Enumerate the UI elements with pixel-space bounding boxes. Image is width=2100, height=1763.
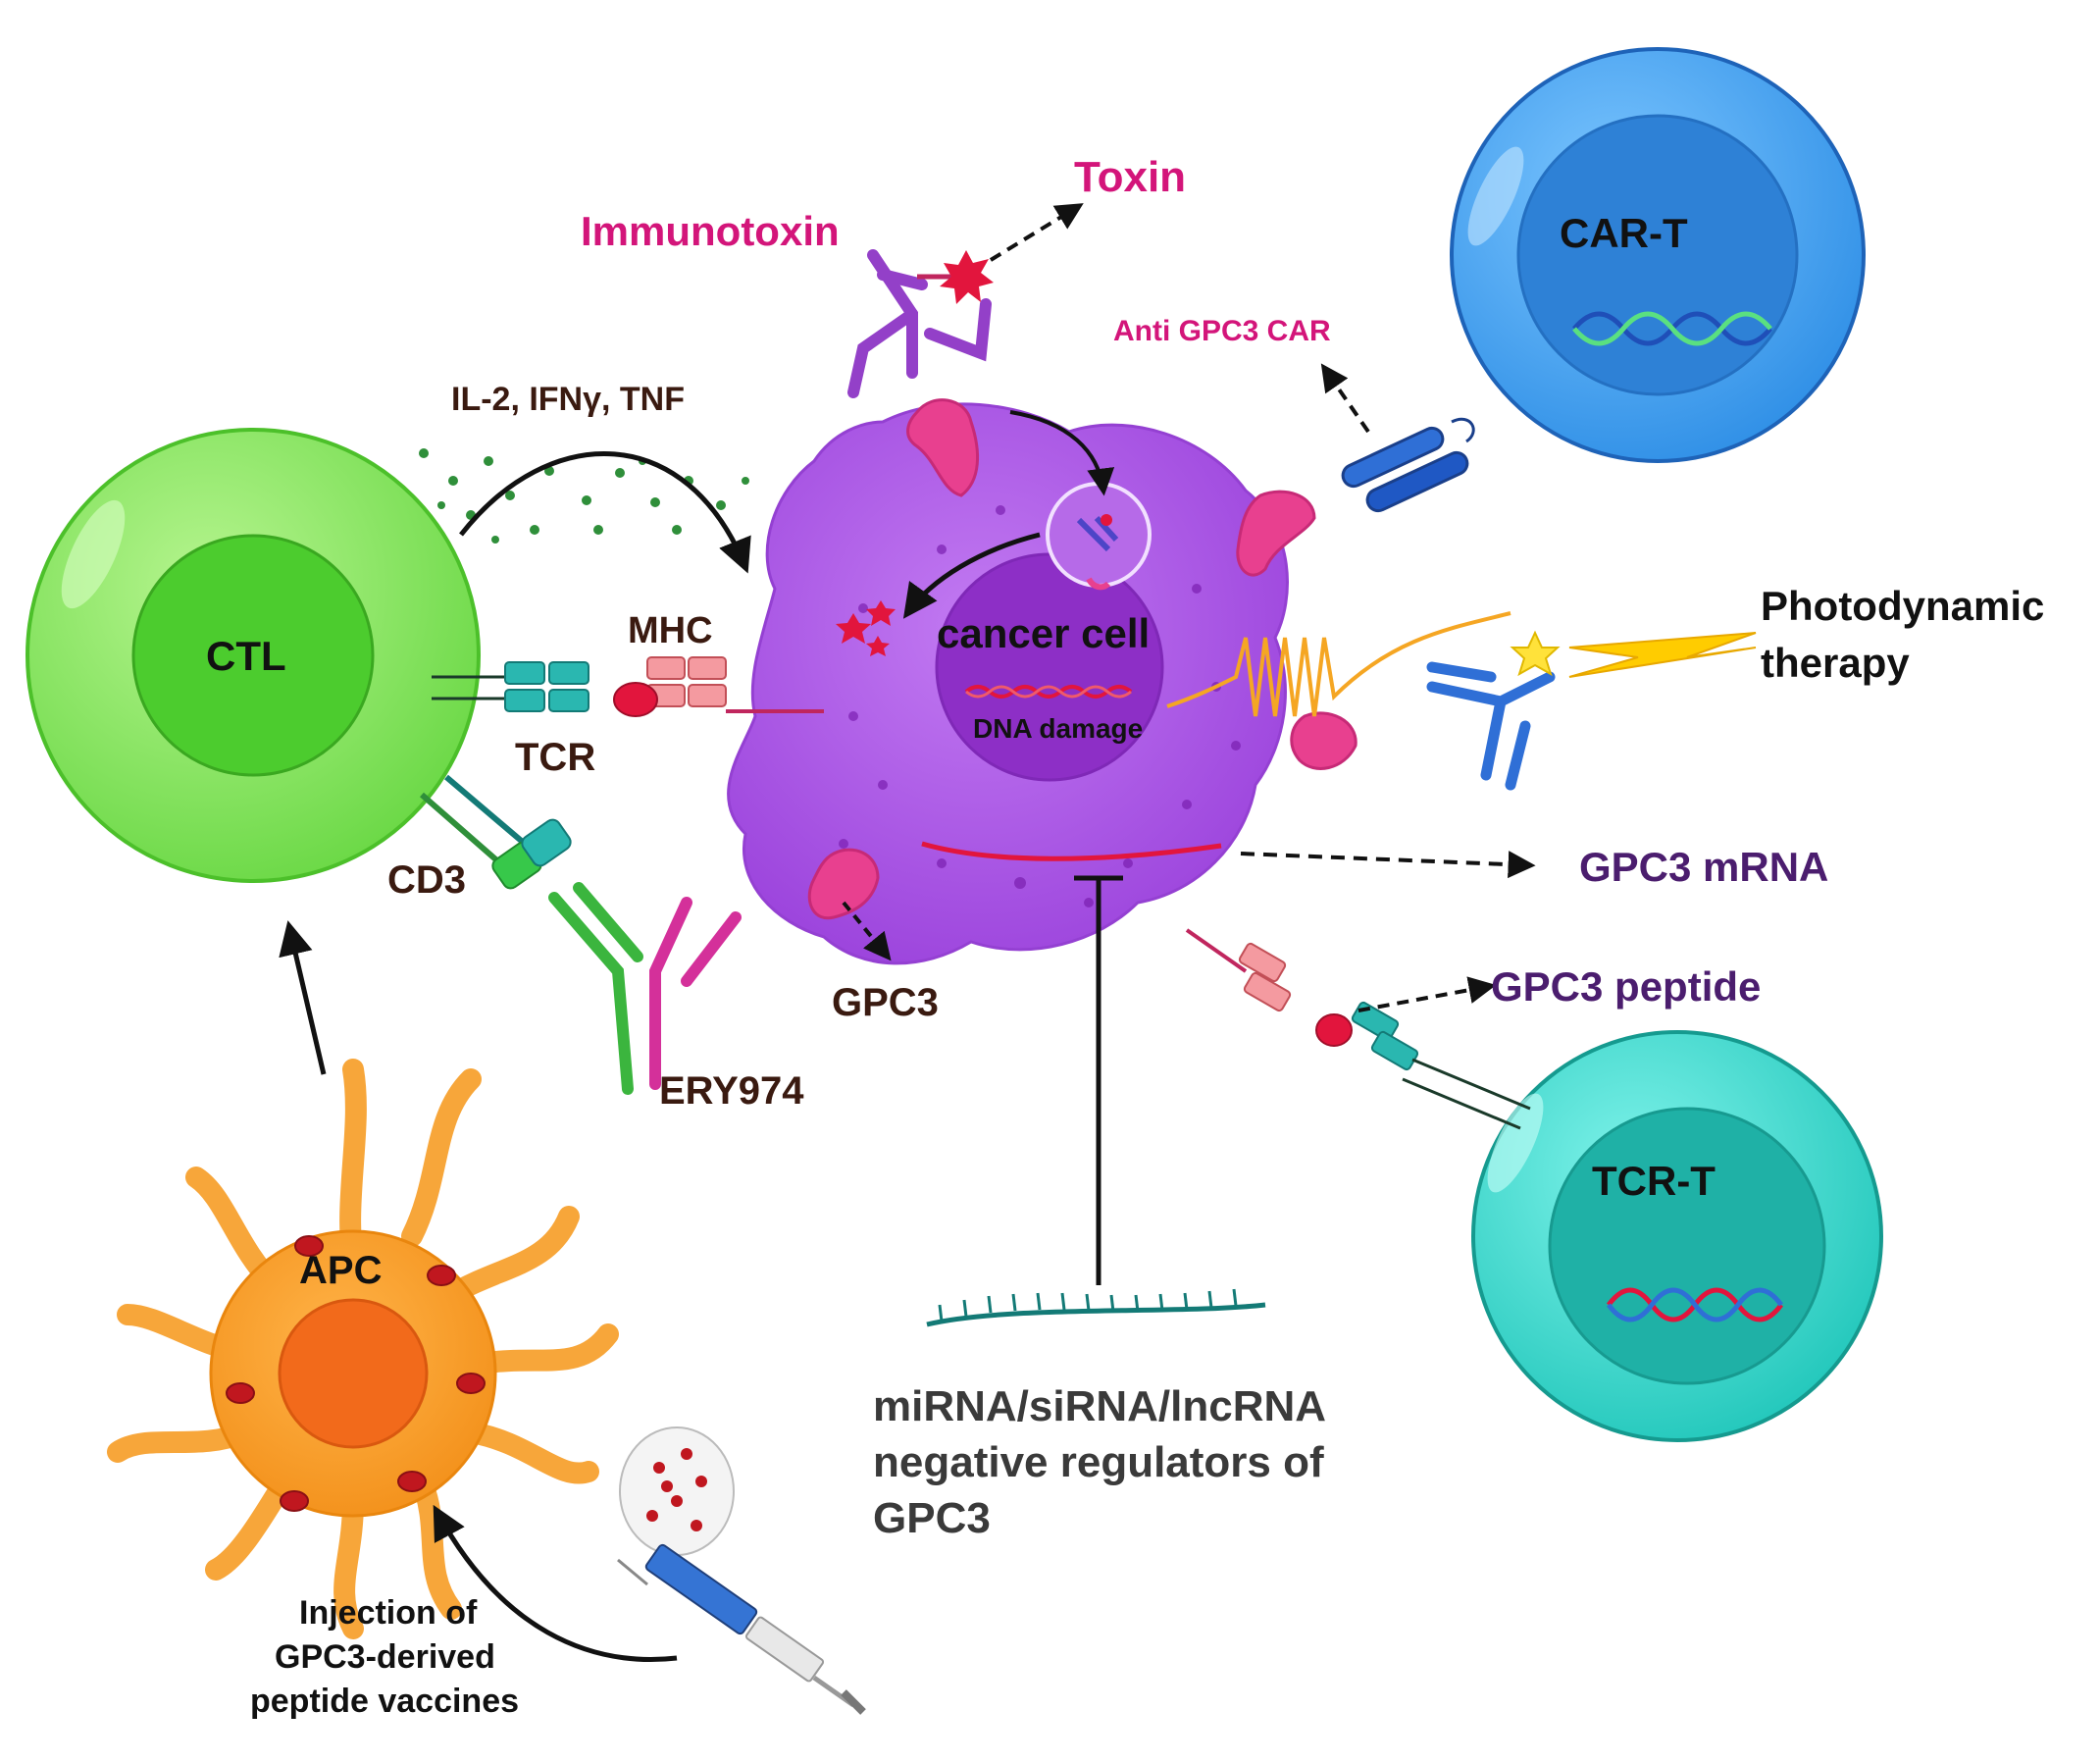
label-car-t: CAR-T [1560,210,1688,256]
inhibition-line [1074,875,1123,1285]
label-ctl: CTL [206,633,286,679]
vaccine-to-apc-arrow [433,1504,678,1662]
label-tcr: TCR [515,736,595,779]
label-gpc3-mrna: GPC3 mRNA [1579,844,1828,890]
toxin-arrow [989,203,1084,262]
tcr-t-cell [1471,1030,1883,1442]
apc-cell [107,1059,619,1639]
cd3-ery974-complex [420,774,742,1095]
toxin-particles-icon [836,600,896,656]
gpc3-receptors [807,398,1357,920]
label-dna-damage: DNA damage [973,713,1143,744]
label-immunotoxin: Immunotoxin [581,208,840,254]
internalization-arrow [1009,410,1115,496]
label-anti-gpc3-car: Anti GPC3 CAR [1113,315,1331,347]
label-tcr-t: TCR-T [1592,1158,1716,1204]
car-t-cell [1450,47,1866,463]
mirna-strand-icon [926,1302,1266,1327]
syringe-icon [617,1543,866,1715]
cytokine-arrow [459,451,751,574]
mhc-complex [613,656,824,717]
photosensitizer-star-icon [1510,630,1561,677]
label-gpc3: GPC3 [832,981,939,1024]
endosome [1046,482,1152,591]
label-injection-3: peptide vaccines [250,1683,519,1720]
label-mhc: MHC [628,610,713,651]
label-injection-2: GPC3-derived [275,1638,495,1676]
label-mirna-2: negative regulators of [873,1438,1324,1486]
gpc3-mrna-arrow [1240,851,1536,879]
tcr-t-receptor-complex [1185,928,1531,1130]
label-cancer-cell: cancer cell [937,610,1150,656]
label-ery974: ERY974 [659,1069,804,1113]
label-cytokines: IL-2, IFNγ, TNF [451,381,685,418]
label-injection-1: Injection of [299,1594,478,1632]
label-gpc3-peptide: GPC3 peptide [1491,963,1761,1010]
gpc3-mrna-strand-icon [921,841,1222,861]
label-photodynamic-1: Photodynamic [1761,583,2044,629]
vaccine-vial-icon [619,1426,735,1556]
immunotoxin-antibody-icon [847,249,992,398]
toxin-release-arrow [902,532,1041,619]
photodynamic-antibody-icon [1426,661,1556,791]
light-bolt-icon [1568,632,1757,678]
cytokine-dots [419,448,749,544]
tcr-complex [432,661,589,712]
label-mirna-3: GPC3 [873,1494,991,1542]
label-mirna-1: miRNA/siRNA/lncRNA [873,1382,1326,1430]
toxin-star-icon [940,250,994,304]
anti-gpc3-car-arrow [1320,363,1370,434]
label-toxin: Toxin [1074,153,1186,201]
label-cd3: CD3 [387,858,466,902]
gpc3-peptide-arrow [1357,976,1497,1012]
photodynamic-wave [1166,611,1511,717]
gpc3-arrow [842,901,892,961]
label-photodynamic-2: therapy [1761,640,1910,686]
apc-to-ctl-arrow [279,920,327,1075]
label-apc: APC [299,1249,382,1292]
dna-damage-icon [964,685,1133,699]
car-receptor-icon [1341,418,1475,513]
ctl-cell [26,428,481,883]
